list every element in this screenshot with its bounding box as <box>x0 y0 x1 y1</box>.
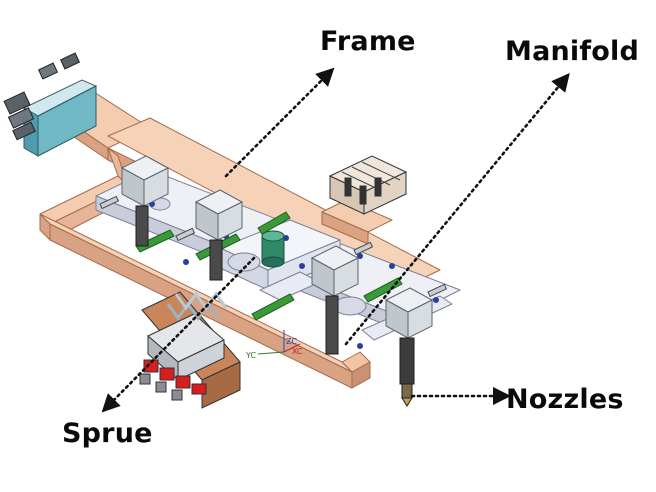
sprue-leader <box>101 256 256 413</box>
axis-label-x: XC <box>292 347 303 356</box>
nozzles-label: Nozzles <box>506 384 624 415</box>
frame-label: Frame <box>320 26 416 57</box>
sprue-assembly <box>139 291 241 409</box>
side-fittings <box>99 195 448 298</box>
sprue-label: Sprue <box>62 418 153 449</box>
nozzles <box>135 205 415 407</box>
actuator-1 <box>120 155 170 207</box>
actuator-3 <box>310 245 360 297</box>
connector-box <box>328 155 408 215</box>
axis-label-y: YC <box>245 351 256 360</box>
end-plate-assembly <box>3 52 98 157</box>
axis-triad: YC ZC XC <box>245 330 303 360</box>
center-cylinder <box>261 230 285 268</box>
axis-label-z: ZC <box>286 337 297 346</box>
manifold-leader <box>344 72 570 346</box>
leader-lines <box>101 67 570 413</box>
manifold-label: Manifold <box>505 36 640 67</box>
frame-leader <box>224 67 335 178</box>
